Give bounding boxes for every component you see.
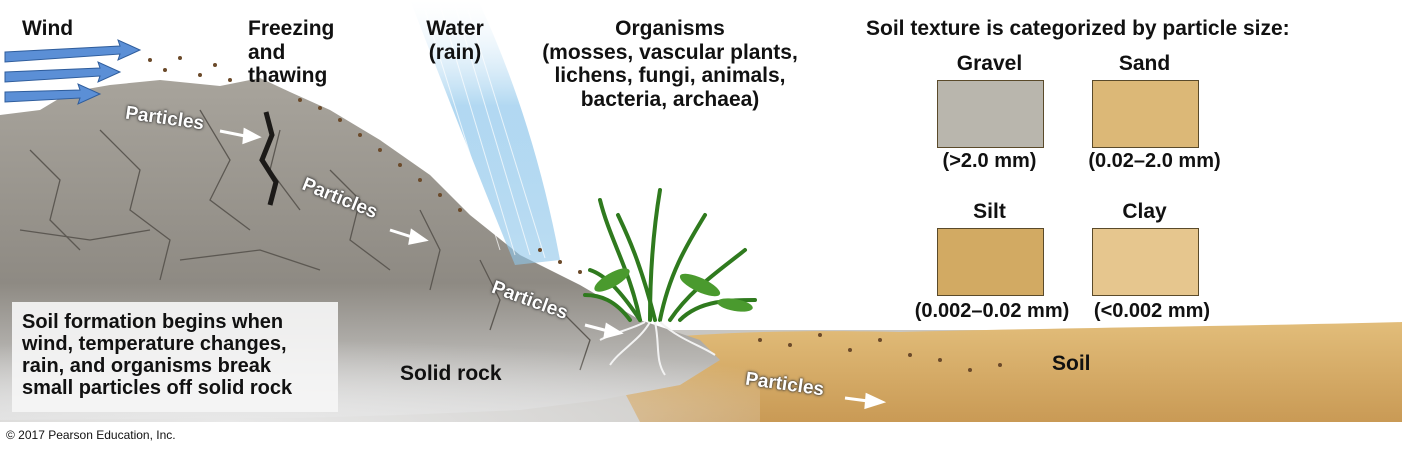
rain-streaks bbox=[424, 4, 546, 259]
plant-roots bbox=[599, 321, 716, 376]
organisms-line-2: lichens, fungi, animals, bbox=[554, 64, 786, 88]
organisms-line-3: bacteria, archaea) bbox=[580, 87, 760, 111]
sand-name: Sand bbox=[1118, 52, 1171, 75]
freeze-crack bbox=[259, 111, 279, 206]
copyright-notice: © 2017 Pearson Education, Inc. bbox=[6, 428, 176, 442]
particle-dots bbox=[148, 56, 1002, 372]
freezing-line-2: and bbox=[248, 40, 286, 64]
sand-swatch bbox=[1092, 80, 1199, 148]
organisms-title: Organisms bbox=[615, 17, 725, 40]
wind-label: Wind bbox=[22, 17, 74, 40]
sand-size: (0.02–2.0 mm) bbox=[1088, 150, 1221, 172]
clay-size: (<0.002 mm) bbox=[1093, 300, 1211, 322]
freezing-line-1: Freezing bbox=[248, 17, 335, 40]
water-line-2: (rain) bbox=[428, 40, 482, 64]
water-label: Water (rain) bbox=[410, 17, 500, 64]
rain-stream bbox=[410, 0, 560, 265]
silt-size: (0.002–0.02 mm) bbox=[914, 300, 1070, 322]
gravel-swatch bbox=[937, 80, 1044, 148]
intro-line-3: rain, and organisms break bbox=[22, 355, 271, 377]
solid-rock-label: Solid rock bbox=[400, 362, 502, 385]
silt-swatch bbox=[937, 228, 1044, 296]
organisms-label: Organisms (mosses, vascular plants, lich… bbox=[525, 17, 815, 111]
intro-box: Soil formation begins when wind, tempera… bbox=[12, 302, 338, 412]
freezing-line-3: thawing bbox=[248, 64, 328, 88]
plant-leaves bbox=[594, 268, 753, 312]
intro-line-4: small particles off solid rock bbox=[22, 377, 293, 399]
freezing-thawing-label: Freezing and thawing bbox=[248, 17, 334, 88]
clay-swatch bbox=[1092, 228, 1199, 296]
water-line-1: Water bbox=[426, 17, 484, 40]
intro-text: Soil formation begins when wind, tempera… bbox=[22, 311, 292, 399]
intro-line-2: wind, temperature changes, bbox=[22, 333, 287, 355]
organisms-line-1: (mosses, vascular plants, bbox=[542, 40, 798, 64]
soil-layer bbox=[600, 322, 1402, 422]
texture-title: Soil texture is categorized by particle … bbox=[866, 17, 1290, 40]
intro-line-1: Soil formation begins when bbox=[22, 311, 284, 333]
soil-label: Soil bbox=[1052, 352, 1091, 375]
clay-name: Clay bbox=[1122, 200, 1167, 223]
wind-arrows bbox=[4, 39, 142, 105]
particle-arrows bbox=[219, 127, 887, 410]
gravel-size: (>2.0 mm) bbox=[942, 150, 1037, 172]
silt-name: Silt bbox=[973, 200, 1006, 223]
gravel-name: Gravel bbox=[956, 52, 1023, 75]
